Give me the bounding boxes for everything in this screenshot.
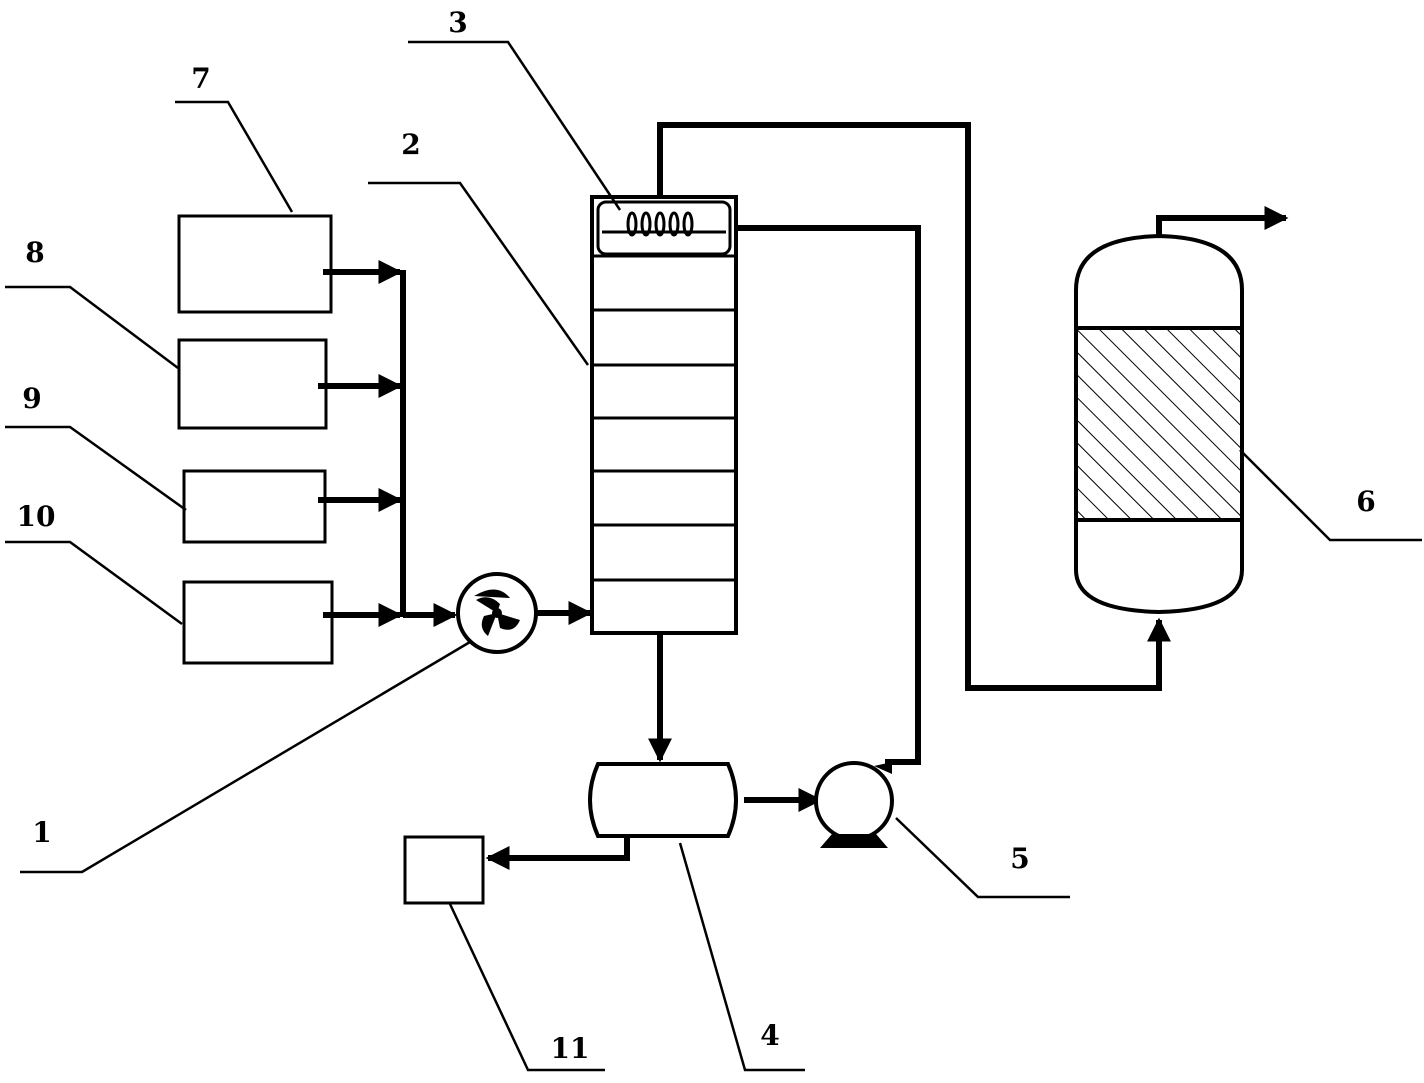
fan-icon — [456, 572, 538, 654]
feed-tank-8 — [177, 338, 328, 430]
waste-collector-11 — [403, 835, 485, 905]
leader-lines — [5, 40, 1422, 1072]
centrifugal-pump-icon — [814, 761, 894, 848]
label-7: 7 — [191, 62, 210, 95]
label-8: 8 — [25, 236, 44, 269]
label-11: 11 — [551, 1032, 590, 1065]
feed-lines — [318, 260, 458, 627]
label-9: 9 — [22, 382, 41, 415]
feed-tank-7 — [177, 214, 333, 314]
adsorber-vessel — [1074, 233, 1244, 615]
feed-tank-9 — [182, 469, 327, 544]
tank-to-waste-line — [485, 836, 630, 870]
label-3: 3 — [448, 6, 467, 39]
recirculation-line — [736, 225, 921, 765]
feed-tank-10 — [182, 580, 334, 665]
label-10: 10 — [17, 500, 56, 533]
adsorber-outlet-line — [1156, 206, 1289, 236]
collection-tank — [588, 762, 738, 838]
heating-coil-icon — [596, 200, 732, 256]
gas-line-to-adsorber — [657, 122, 1171, 691]
label-4: 4 — [760, 1019, 779, 1052]
label-5: 5 — [1010, 842, 1029, 875]
reaction-column — [590, 195, 738, 635]
label-1: 1 — [32, 816, 51, 849]
label-2: 2 — [401, 128, 420, 161]
label-6: 6 — [1356, 485, 1375, 518]
